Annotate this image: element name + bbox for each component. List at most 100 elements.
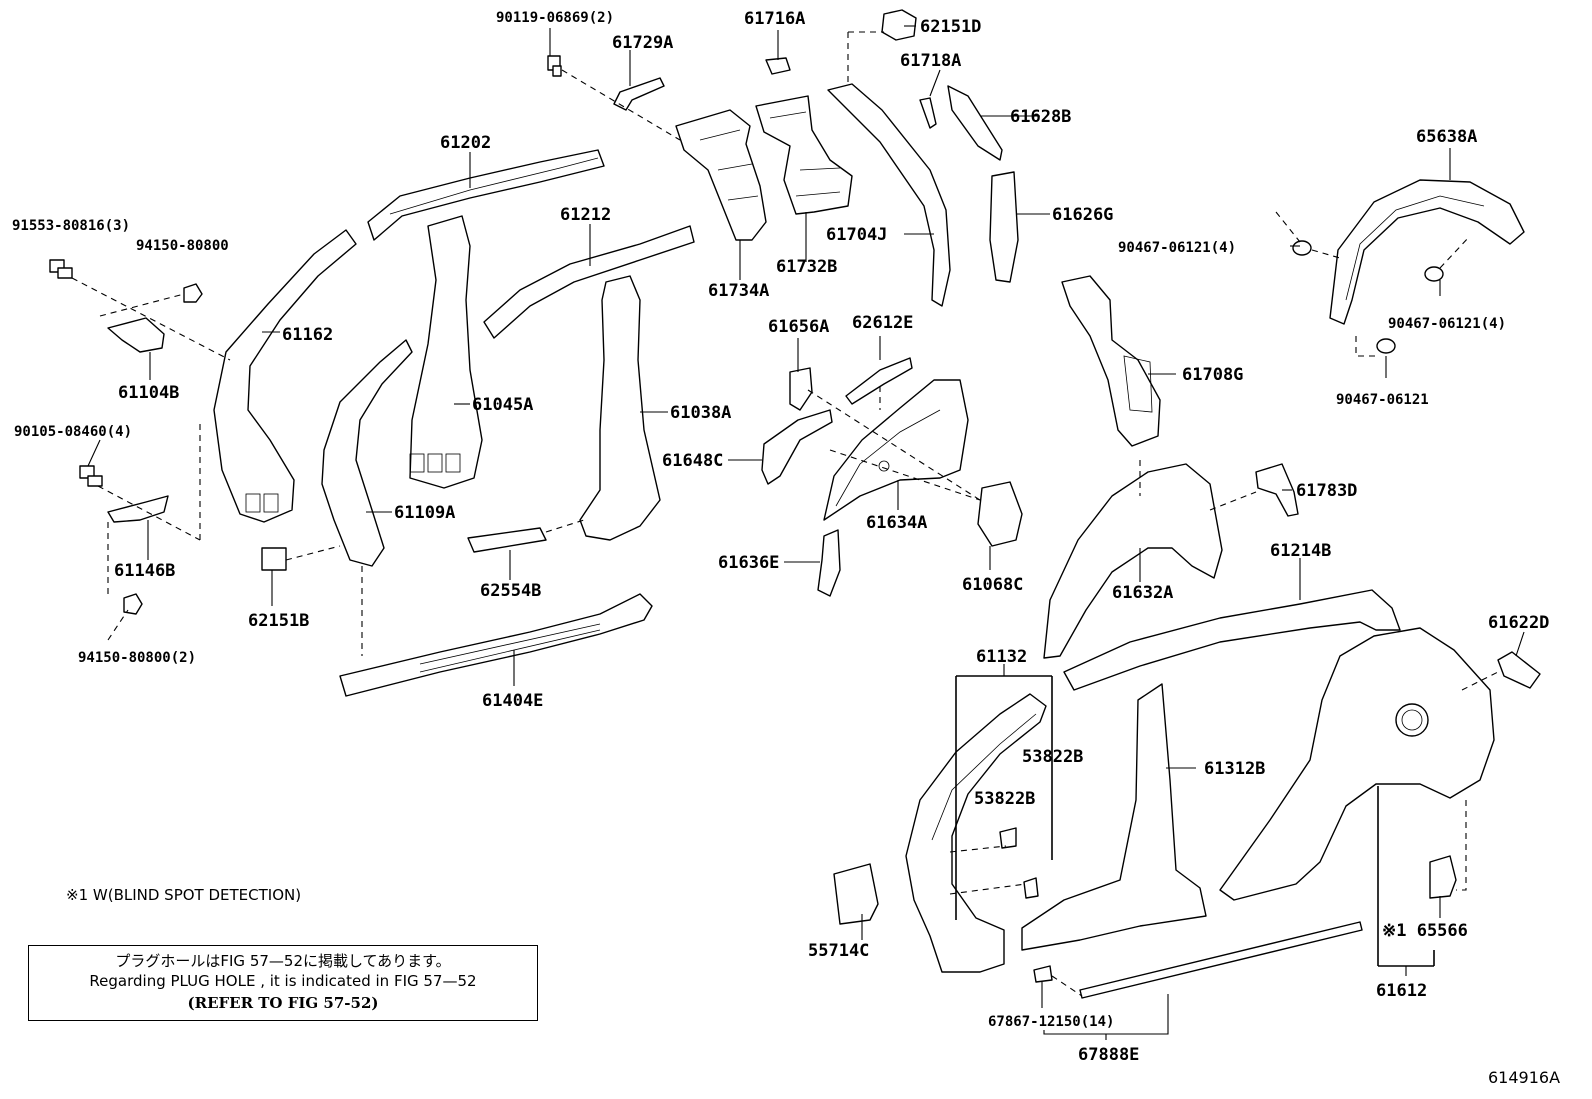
label-90467-06121-4b: 90467-06121(4) [1388, 316, 1506, 332]
part-61312B-shape [1021, 627, 1495, 951]
assembly-lines [71, 31, 1499, 997]
label-61632A: 61632A [1112, 583, 1173, 603]
label-61404E: 61404E [482, 691, 543, 711]
part-61162-shape [213, 229, 357, 523]
part-61202-shape [367, 149, 605, 241]
label-90467-06121-4a: 90467-06121(4) [1118, 240, 1236, 256]
label-62612E: 62612E [852, 313, 913, 333]
label-61132: 61132 [976, 647, 1027, 667]
clip-90467-a [1292, 240, 1312, 256]
label-61214B: 61214B [1270, 541, 1331, 561]
part-61404E-shape [339, 593, 653, 697]
label-67888E: 67888E [1078, 1045, 1139, 1065]
screw-91553-shape [49, 259, 73, 279]
label-61656A: 61656A [768, 317, 829, 337]
label-90467-06121: 90467-06121 [1336, 392, 1429, 408]
label-61622D: 61622D [1488, 613, 1549, 633]
footnote: ※1 W(BLIND SPOT DETECTION) [66, 886, 302, 904]
clip-53822B-b [1023, 877, 1039, 899]
part-61648C-shape [761, 409, 833, 485]
label-53822B-a: 53822B [1022, 747, 1083, 767]
label-61734A: 61734A [708, 281, 769, 301]
label-91553-80816: 91553-80816(3) [12, 218, 130, 234]
part-61045A-shape [409, 215, 483, 489]
label-62151B: 62151B [248, 611, 309, 631]
plug-hole-note: プラグホールはFIG 57—52に掲載してあります。 Regarding PLU… [28, 945, 538, 1021]
bolt-90119-shape [547, 55, 562, 77]
label-61718A: 61718A [900, 51, 961, 71]
nut-94150-shape [183, 283, 203, 303]
label-94150-80800-2: 94150-80800(2) [78, 650, 196, 666]
label-61732B: 61732B [776, 257, 837, 277]
part-62151B-shape [261, 547, 287, 571]
part-65638A-shape [1329, 179, 1525, 325]
label-55714C: 55714C [808, 941, 869, 961]
part-61716A-shape [765, 57, 791, 75]
leader-lines [87, 25, 1525, 1040]
label-65566: ※1 65566 [1382, 921, 1468, 941]
part-67888E-shape [1079, 921, 1363, 999]
part-61718A-shape [919, 97, 937, 129]
label-61648C: 61648C [662, 451, 723, 471]
part-61656A-shape [789, 367, 813, 411]
part-61622D-shape [1497, 651, 1541, 689]
part-61632A-shape [1043, 463, 1223, 659]
part-61636E-shape [817, 529, 841, 597]
label-67867-12150: 67867-12150(14) [988, 1014, 1114, 1030]
part-61708G-shape [1061, 275, 1161, 447]
part-62612E-shape [845, 357, 913, 405]
label-61729A: 61729A [612, 33, 673, 53]
label-61628B: 61628B [1010, 107, 1071, 127]
part-61068C-shape [977, 481, 1023, 547]
label-61045A: 61045A [472, 395, 533, 415]
part-65566-shape [1429, 855, 1457, 899]
label-61104B: 61104B [118, 383, 179, 403]
part-61109A-shape [321, 339, 413, 567]
part-62151D-shape [881, 9, 917, 41]
label-61312B: 61312B [1204, 759, 1265, 779]
label-61146B: 61146B [114, 561, 175, 581]
clip-90467-c [1376, 338, 1396, 354]
part-61146B-shape [107, 495, 169, 523]
part-61783D-shape [1255, 463, 1299, 517]
part-61038A-shape [579, 275, 661, 541]
clip-53822B-a [999, 827, 1017, 849]
label-61626G: 61626G [1052, 205, 1113, 225]
part-61626G-shape [989, 171, 1019, 283]
label-61212: 61212 [560, 205, 611, 225]
figure-code: 614916A [1488, 1068, 1561, 1087]
clip-67867-shape [1033, 965, 1053, 983]
label-61038A: 61038A [670, 403, 731, 423]
label-61109A: 61109A [394, 503, 455, 523]
label-61704J: 61704J [826, 225, 887, 245]
label-90105-08460: 90105-08460(4) [14, 424, 132, 440]
label-61636E: 61636E [718, 553, 779, 573]
part-61732B-shape [755, 95, 853, 215]
label-61716A: 61716A [744, 9, 805, 29]
label-94150-80800: 94150-80800 [136, 238, 229, 254]
nut-94150-2-shape [123, 593, 143, 615]
part-61104B-shape [107, 317, 165, 353]
note-line-japanese: プラグホールはFIG 57—52に掲載してあります。 [115, 952, 451, 970]
part-61214B-shape [1063, 589, 1401, 691]
part-labels: 90119-06869(2) 61729A 61716A 62151D 6171… [12, 9, 1549, 1065]
label-61612: 61612 [1376, 981, 1427, 1001]
note-line-reference: (REFER TO FIG 57-52) [187, 994, 379, 1012]
label-62554B: 62554B [480, 581, 541, 601]
part-61734A-shape [675, 109, 767, 241]
label-65638A: 65638A [1416, 127, 1477, 147]
part-61729A-shape [613, 77, 665, 111]
label-61162: 61162 [282, 325, 333, 345]
note-line-english: Regarding PLUG HOLE , it is indicated in… [89, 972, 477, 990]
part-61704J-shape [827, 83, 951, 307]
label-62151D: 62151D [920, 17, 981, 37]
part-61132-shape [905, 693, 1047, 973]
part-55714C-shape [833, 863, 879, 925]
label-53822B-b: 53822B [974, 789, 1035, 809]
clip-90467-b [1424, 266, 1444, 282]
label-61202: 61202 [440, 133, 491, 153]
label-61783D: 61783D [1296, 481, 1357, 501]
label-61708G: 61708G [1182, 365, 1243, 385]
label-61068C: 61068C [962, 575, 1023, 595]
